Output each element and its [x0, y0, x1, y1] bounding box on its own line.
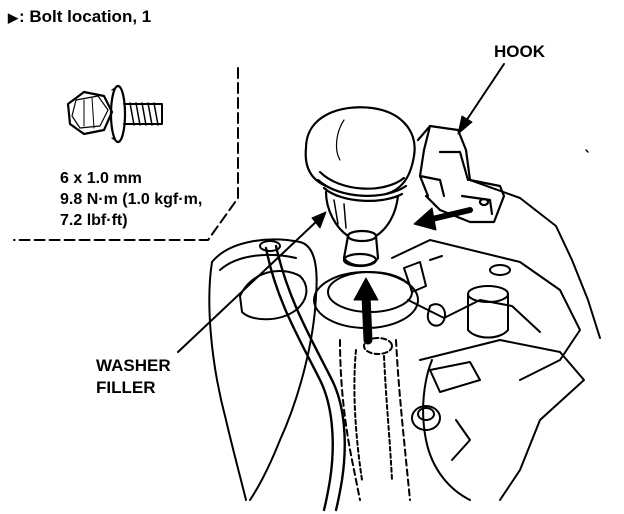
insert-up-arrow [361, 291, 373, 345]
hook-label: HOOK [494, 42, 545, 61]
bracket-push-arrow [425, 207, 473, 223]
bolt-callout-border [13, 67, 239, 241]
arrows [177, 63, 505, 353]
bolt-size: 6 x 1.0 mm [60, 170, 142, 187]
washer-filler-leader-arrow [177, 219, 319, 353]
washer-filler-label-line1: WASHER [96, 356, 171, 375]
engine-compartment [208, 149, 601, 512]
legend-text: : Bolt location, 1 [19, 7, 152, 26]
bolt-location-legend: ▶: Bolt location, 1 [8, 8, 151, 25]
washer-filler-icon [304, 106, 416, 268]
bolt-spec: 6 x 1.0 mm 9.8 N·m (1.0 kgf·m, 7.2 lbf·f… [60, 168, 202, 231]
hook-leader-arrow [463, 63, 505, 125]
bolt-marker-icon: ▶ [8, 10, 18, 25]
washer-filler-label-line2: FILLER [96, 378, 156, 397]
hook-bracket-icon [416, 124, 506, 224]
washer-filler-label: WASHER FILLER [96, 355, 171, 399]
bolt-torque-line1: 9.8 N·m (1.0 kgf·m, [60, 191, 203, 208]
bolt-icon [66, 84, 163, 144]
bolt-torque-line2: 7.2 lbf·ft) [60, 212, 128, 229]
